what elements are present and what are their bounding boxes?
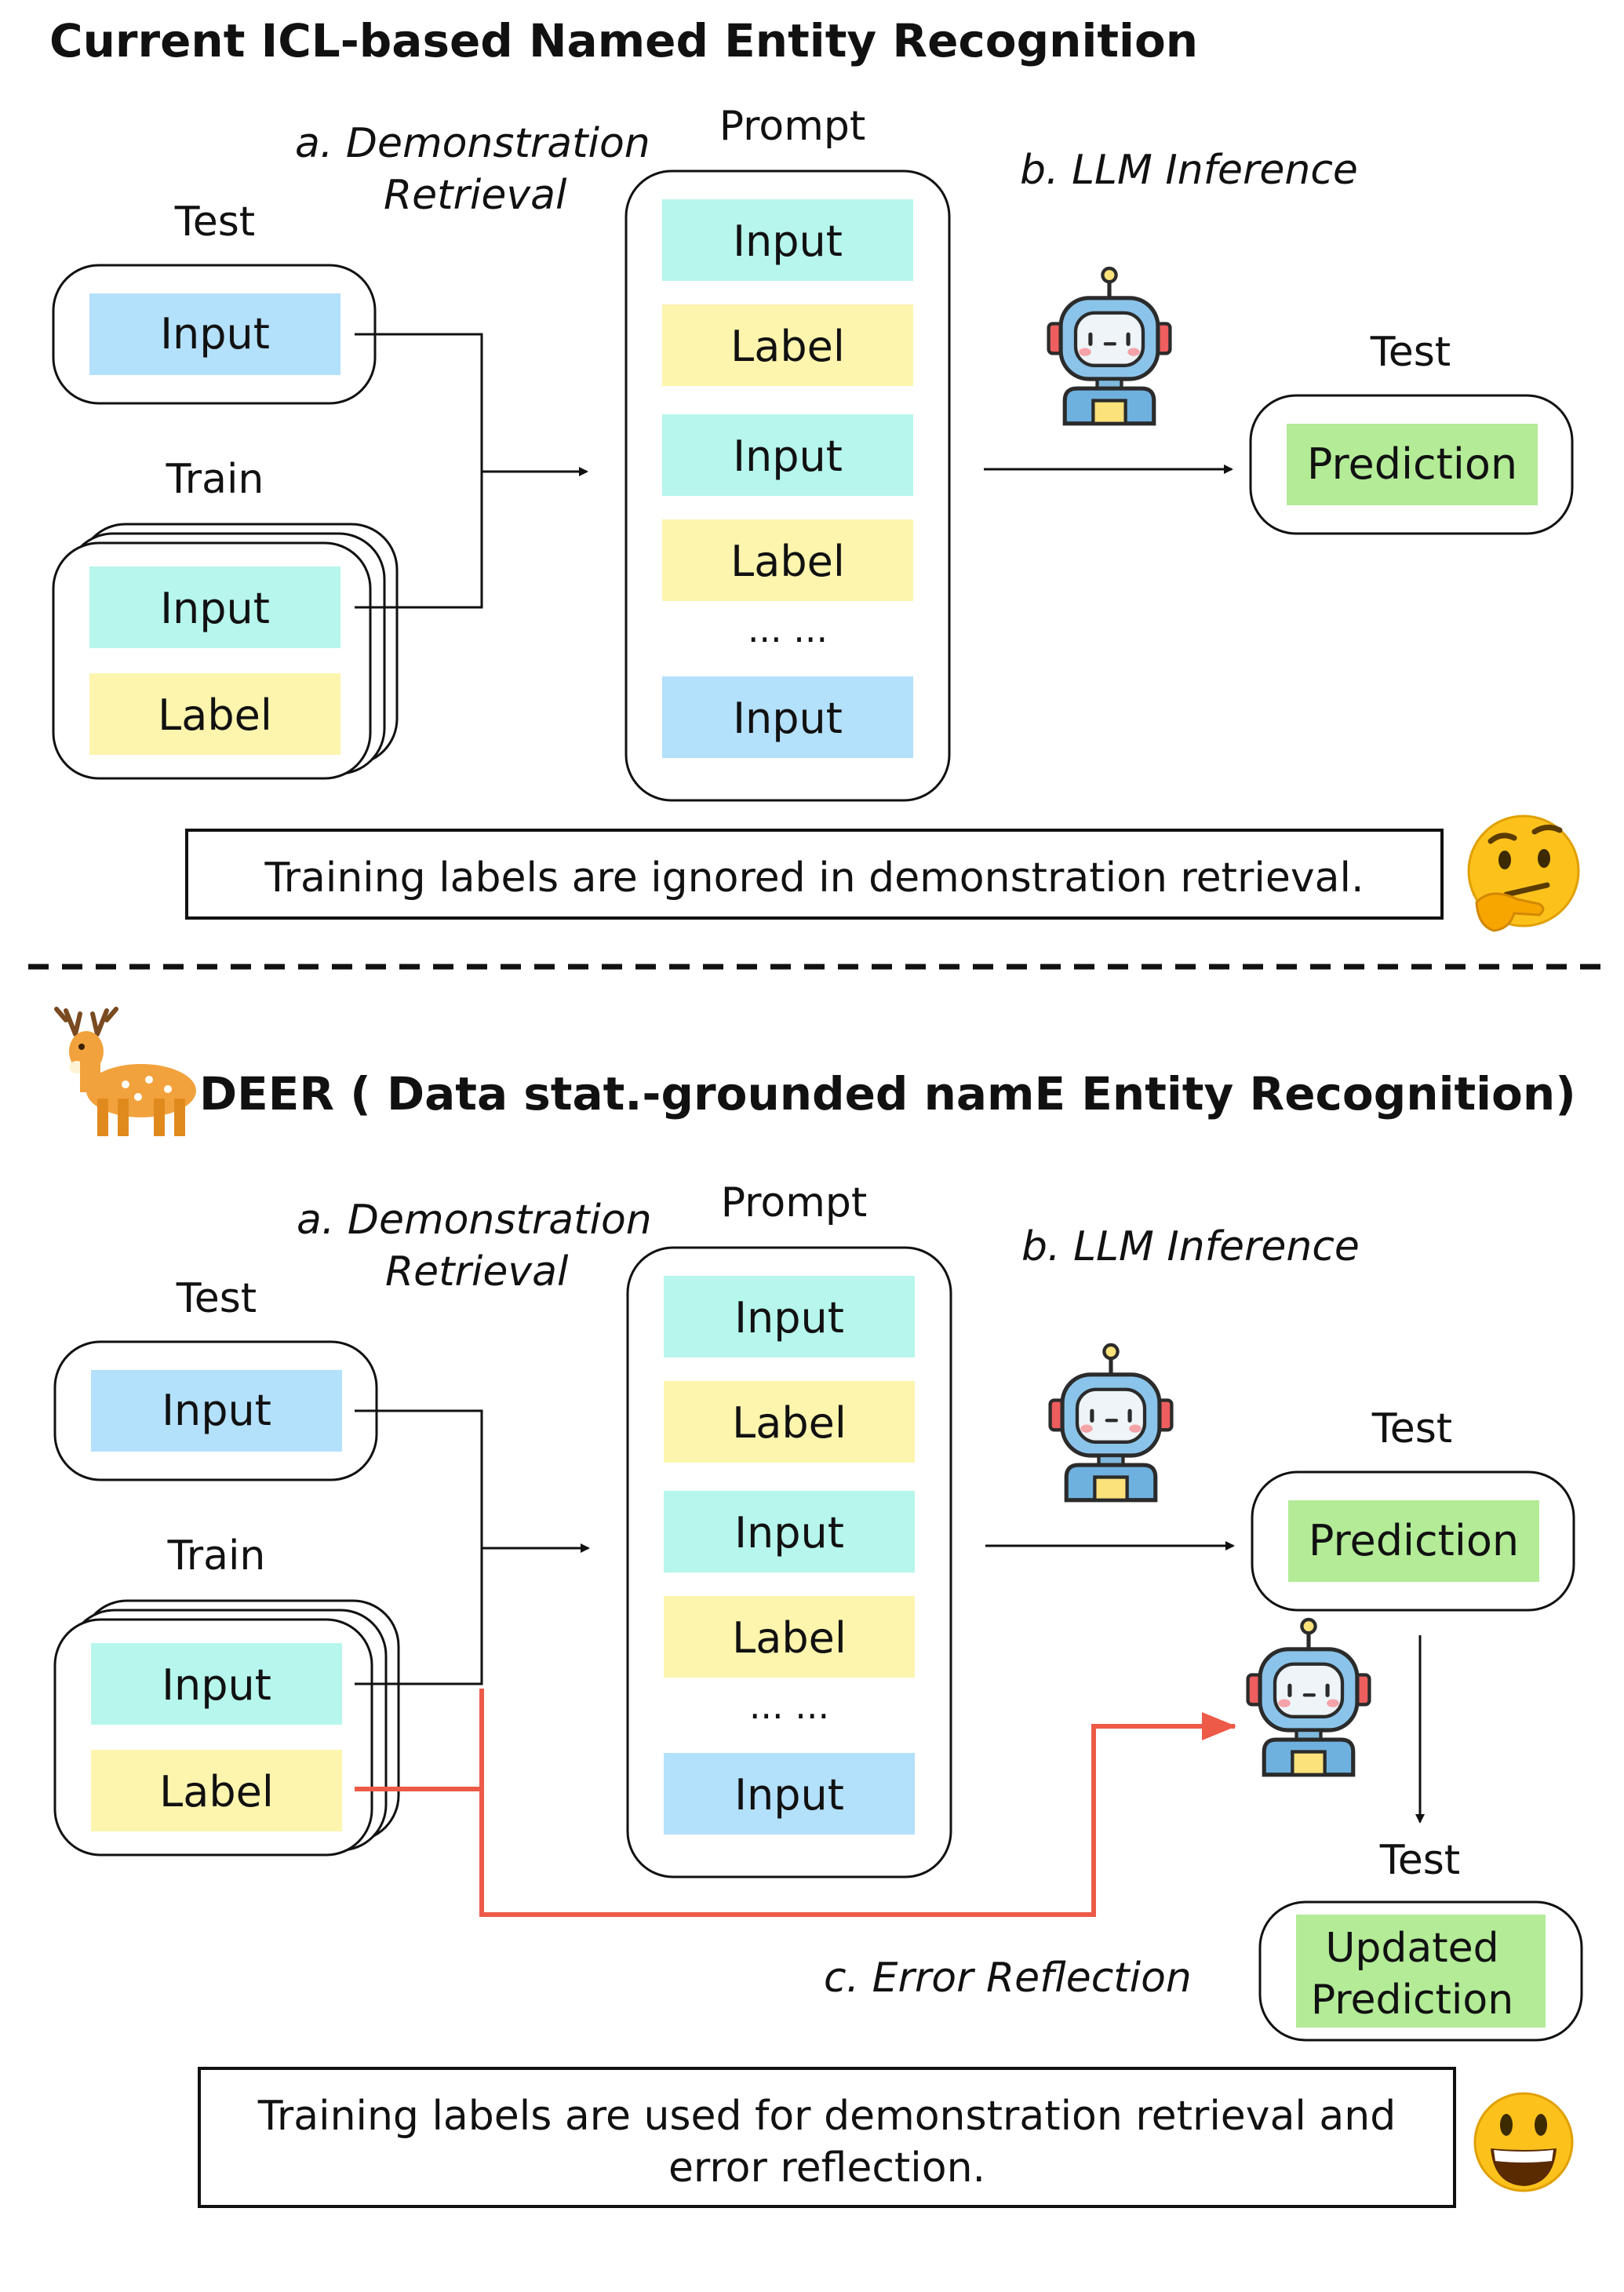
train-label-text: Label [158,691,272,740]
deer-icon [54,1007,196,1136]
section2-title: DEER ( Data stat.-grounded namE Entity R… [199,1067,1576,1120]
test-input-text: Input [162,1386,271,1435]
note-text-line2: error reflection. [668,2144,985,2192]
train-label-text: Label [159,1767,274,1816]
prompt-item-3: Input [734,1508,844,1558]
train-input-box [89,567,340,648]
train-input-box [91,1643,342,1725]
step-b-label: b. LLM Inference [1021,1223,1360,1270]
robot-icon [1049,268,1171,424]
note-box [185,829,1444,920]
prediction-box [1288,1500,1539,1582]
train-input-text: Input [160,584,270,633]
section1-title: Current ICL-based Named Entity Recogniti… [49,14,1198,67]
test-label: Test [176,1275,257,1322]
prompt-item-1: Input [733,217,843,266]
prompt-item-6-box [662,676,913,758]
prompt-item-6: Input [733,694,843,743]
prompt-item-4: Label [732,1613,847,1663]
step-b-label: b. LLM Inference [1020,147,1358,194]
test-input-box [91,1370,342,1452]
prompt-title: Prompt [721,1179,868,1226]
prompt-item-1-box [662,199,913,281]
error-reflection-arrow [355,1689,1235,1917]
prompt-item-4-box [662,519,913,601]
output-test-label: Test [1370,329,1451,376]
updated-prediction-box [1296,1915,1546,2028]
test-input-box [89,293,340,375]
step-a-label-line2: Retrieval [385,1248,569,1295]
updated-prediction-line1: Updated [1325,1925,1498,1972]
thinking-face-icon [1467,814,1580,932]
train-label: Train [166,456,264,503]
grinning-face-icon [1473,2092,1574,2192]
step-a-label-line1: a. Demonstration [295,120,650,167]
note-text: Training labels are ignored in demonstra… [264,854,1364,902]
prompt-ellipsis: ... ... [748,608,828,650]
test-label: Test [174,199,255,246]
updated-prediction-line2: Prediction [1311,1977,1513,2024]
test-input-text: Input [160,309,270,359]
prompt-ellipsis: ... ... [749,1685,829,1727]
prompt-item-1-box [664,1276,915,1357]
train-label-box [91,1750,342,1831]
prompt-item-2-box [662,304,913,386]
reflection-robot-icon [1248,1620,1370,1775]
train-label: Train [167,1532,266,1580]
prompt-item-2-box [664,1381,915,1463]
prediction-box [1287,424,1538,505]
train-label-box [89,673,340,755]
prompt-item-2: Label [732,1398,847,1448]
robot-icon [1051,1345,1172,1500]
prompt-item-2: Label [730,322,845,371]
step-a-label-line2: Retrieval [384,172,567,219]
prompt-item-3-box [664,1491,915,1572]
note-box [198,2067,1456,2208]
output-test-label: Test [1371,1405,1452,1452]
prompt-item-4: Label [730,537,845,586]
prompt-item-3-box [662,414,913,496]
prompt-item-6-box [664,1753,915,1835]
note-text-line1: Training labels are used for demonstrati… [257,2093,1396,2140]
prediction-text: Prediction [1309,1516,1519,1565]
prediction-text: Prediction [1307,439,1517,489]
step-a-label-line1: a. Demonstration [297,1197,652,1244]
prompt-item-4-box [664,1596,915,1678]
step-c-label: c. Error Reflection [824,1955,1192,2002]
prompt-item-6: Input [734,1770,844,1820]
prompt-title: Prompt [719,103,866,150]
updated-test-label: Test [1379,1837,1460,1884]
prompt-item-1: Input [734,1293,844,1343]
prompt-item-3: Input [733,432,843,481]
train-input-text: Input [162,1660,271,1710]
